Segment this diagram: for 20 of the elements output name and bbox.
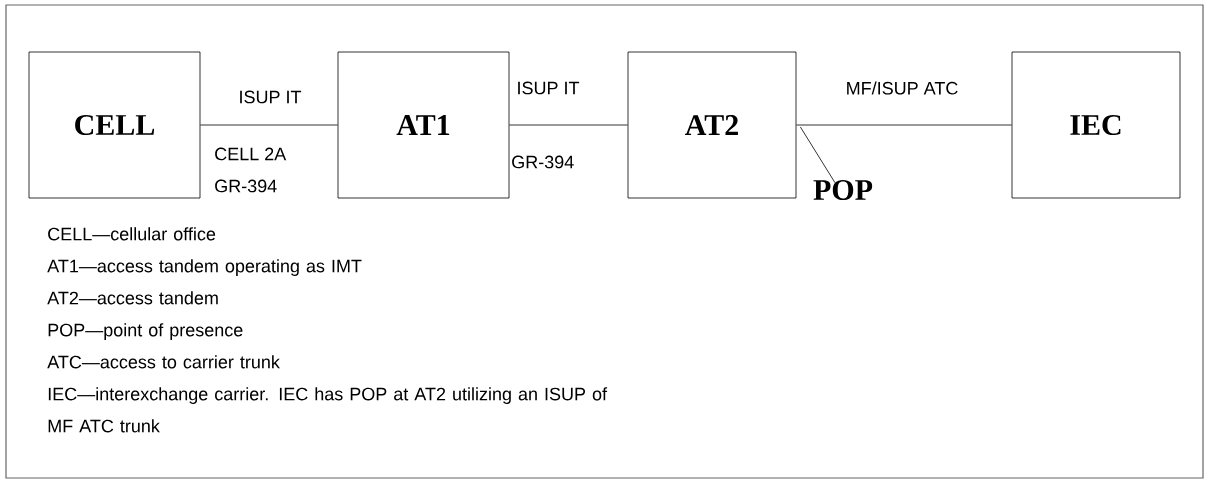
line bbox=[200, 124, 338, 126]
edge-label: ISUP IT bbox=[518, 81, 580, 95]
line bbox=[796, 124, 1012, 126]
node-box: AT1 bbox=[337, 51, 510, 199]
edge-label: MF/ISUP ATC bbox=[847, 81, 958, 95]
definition-text: AT2—access tandem bbox=[47, 291, 218, 305]
leader-line bbox=[800, 126, 836, 184]
node-box: CELL bbox=[28, 51, 201, 199]
line bbox=[509, 124, 628, 126]
definition-text: ATC—access to carrier trunk bbox=[47, 355, 280, 369]
trunk-label: CELL 2A bbox=[215, 147, 287, 161]
definition-text: CELL—cellular office bbox=[48, 227, 216, 241]
node-box: IEC bbox=[1011, 51, 1181, 199]
node-label: POP bbox=[813, 179, 873, 201]
definition-text: POP—point of presence bbox=[48, 323, 243, 340]
trunk-label: GR-394 bbox=[512, 155, 574, 169]
definition-text: AT1—access tandem operating as IMT bbox=[47, 259, 362, 276]
definition-text: IEC—interexchange carrier. IEC has POP at AT2 utilizing an ISUP of MF ATC trunk bbox=[48, 387, 608, 433]
node-box: AT2 bbox=[627, 51, 797, 199]
edge-label: ISUP IT bbox=[240, 90, 302, 104]
